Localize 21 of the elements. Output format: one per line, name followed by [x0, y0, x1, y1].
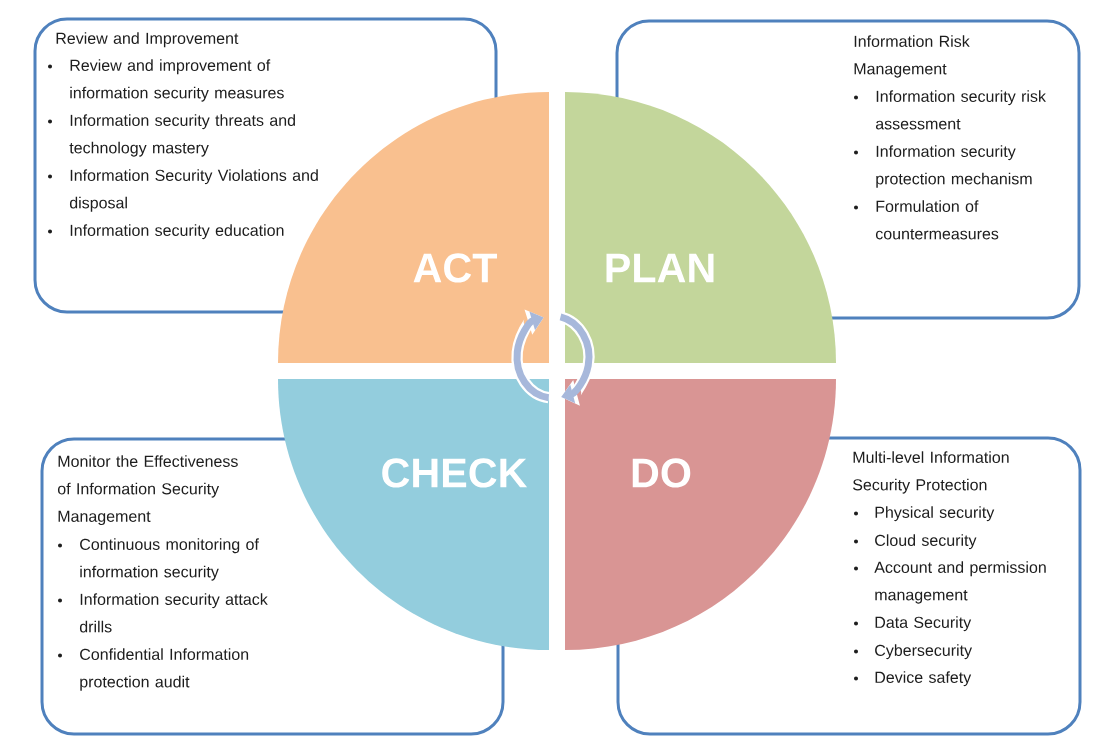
quadrant-segment: DO: [565, 379, 836, 650]
bullet-text: Formulation of countermeasures: [875, 200, 999, 240]
box-heading: Review and Improvement: [56, 32, 239, 48]
bullet-text: Data Security: [875, 616, 972, 632]
bullet-text: Account and permission management: [874, 561, 1046, 604]
box-heading: Information Risk Management: [854, 35, 970, 78]
quadrant-segment: PLAN: [565, 92, 836, 363]
box-heading: Monitor the Effectiveness of Information Security Management: [57, 455, 238, 526]
bullet-text: Physical security: [875, 506, 995, 522]
bullet-text: Information security attack drills: [79, 593, 268, 633]
bullet-text: Device safety: [875, 671, 972, 687]
box-heading: Multi-level Information Security Protection: [853, 451, 1009, 494]
curved-arrow: [559, 313, 593, 406]
curved-arrow: [513, 309, 550, 402]
bullet-text: Information security risk assessment: [875, 90, 1046, 130]
bullet-text: Confidential Information protection audit: [80, 648, 249, 691]
bullet-text: Cloud security: [875, 534, 977, 550]
quadrant-segment: CHECK: [278, 379, 549, 650]
bullet-text: Information security protection mechanism: [876, 145, 1032, 188]
bullet-text: Cybersecurity: [875, 644, 973, 660]
bullet-text: Continuous monitoring of information security: [80, 538, 259, 581]
